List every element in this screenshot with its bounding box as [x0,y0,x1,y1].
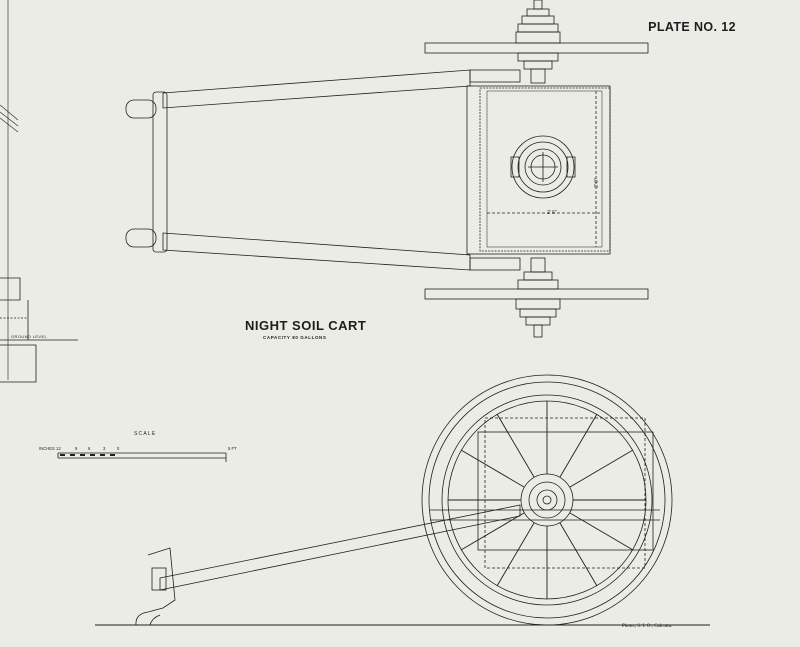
width-dimension: 2' 6" [547,210,557,216]
wheel-elevation [421,374,673,626]
scale-tick-label: 6 [88,446,91,451]
scale-inches-label: INCHES 12 [39,446,61,451]
scale-bar [57,452,227,462]
ground-level-label: GROUND LEVEL [11,334,48,339]
photo-credit: Photo., S. I. O., Calcutta. [622,624,673,629]
scale-end-label: 5 FT [228,446,237,451]
drawing-subtitle: CAPACITY 80 GALLONS [263,335,327,340]
length-dimension: 3' 0" [593,178,600,188]
axle-bar-top [424,42,649,54]
plate-number: PLATE NO. 12 [648,20,736,34]
scale-title: SCALE [134,431,157,437]
manhole-cover [510,135,576,199]
hub-top [515,0,561,84]
scale-tick-label: 0 [117,446,120,451]
shaft-elevation [135,504,521,626]
axle-bar-bottom [424,288,649,300]
drawing-title: NIGHT SOIL CART [245,318,367,333]
scale-tick-label: 3 [103,446,106,451]
hub-bottom [515,257,561,338]
cart-plan-view [125,0,649,338]
side-elevation-fragment [0,0,78,383]
cart-body [466,85,611,255]
shafts [125,69,521,271]
scale-tick-label: 9 [75,446,78,451]
